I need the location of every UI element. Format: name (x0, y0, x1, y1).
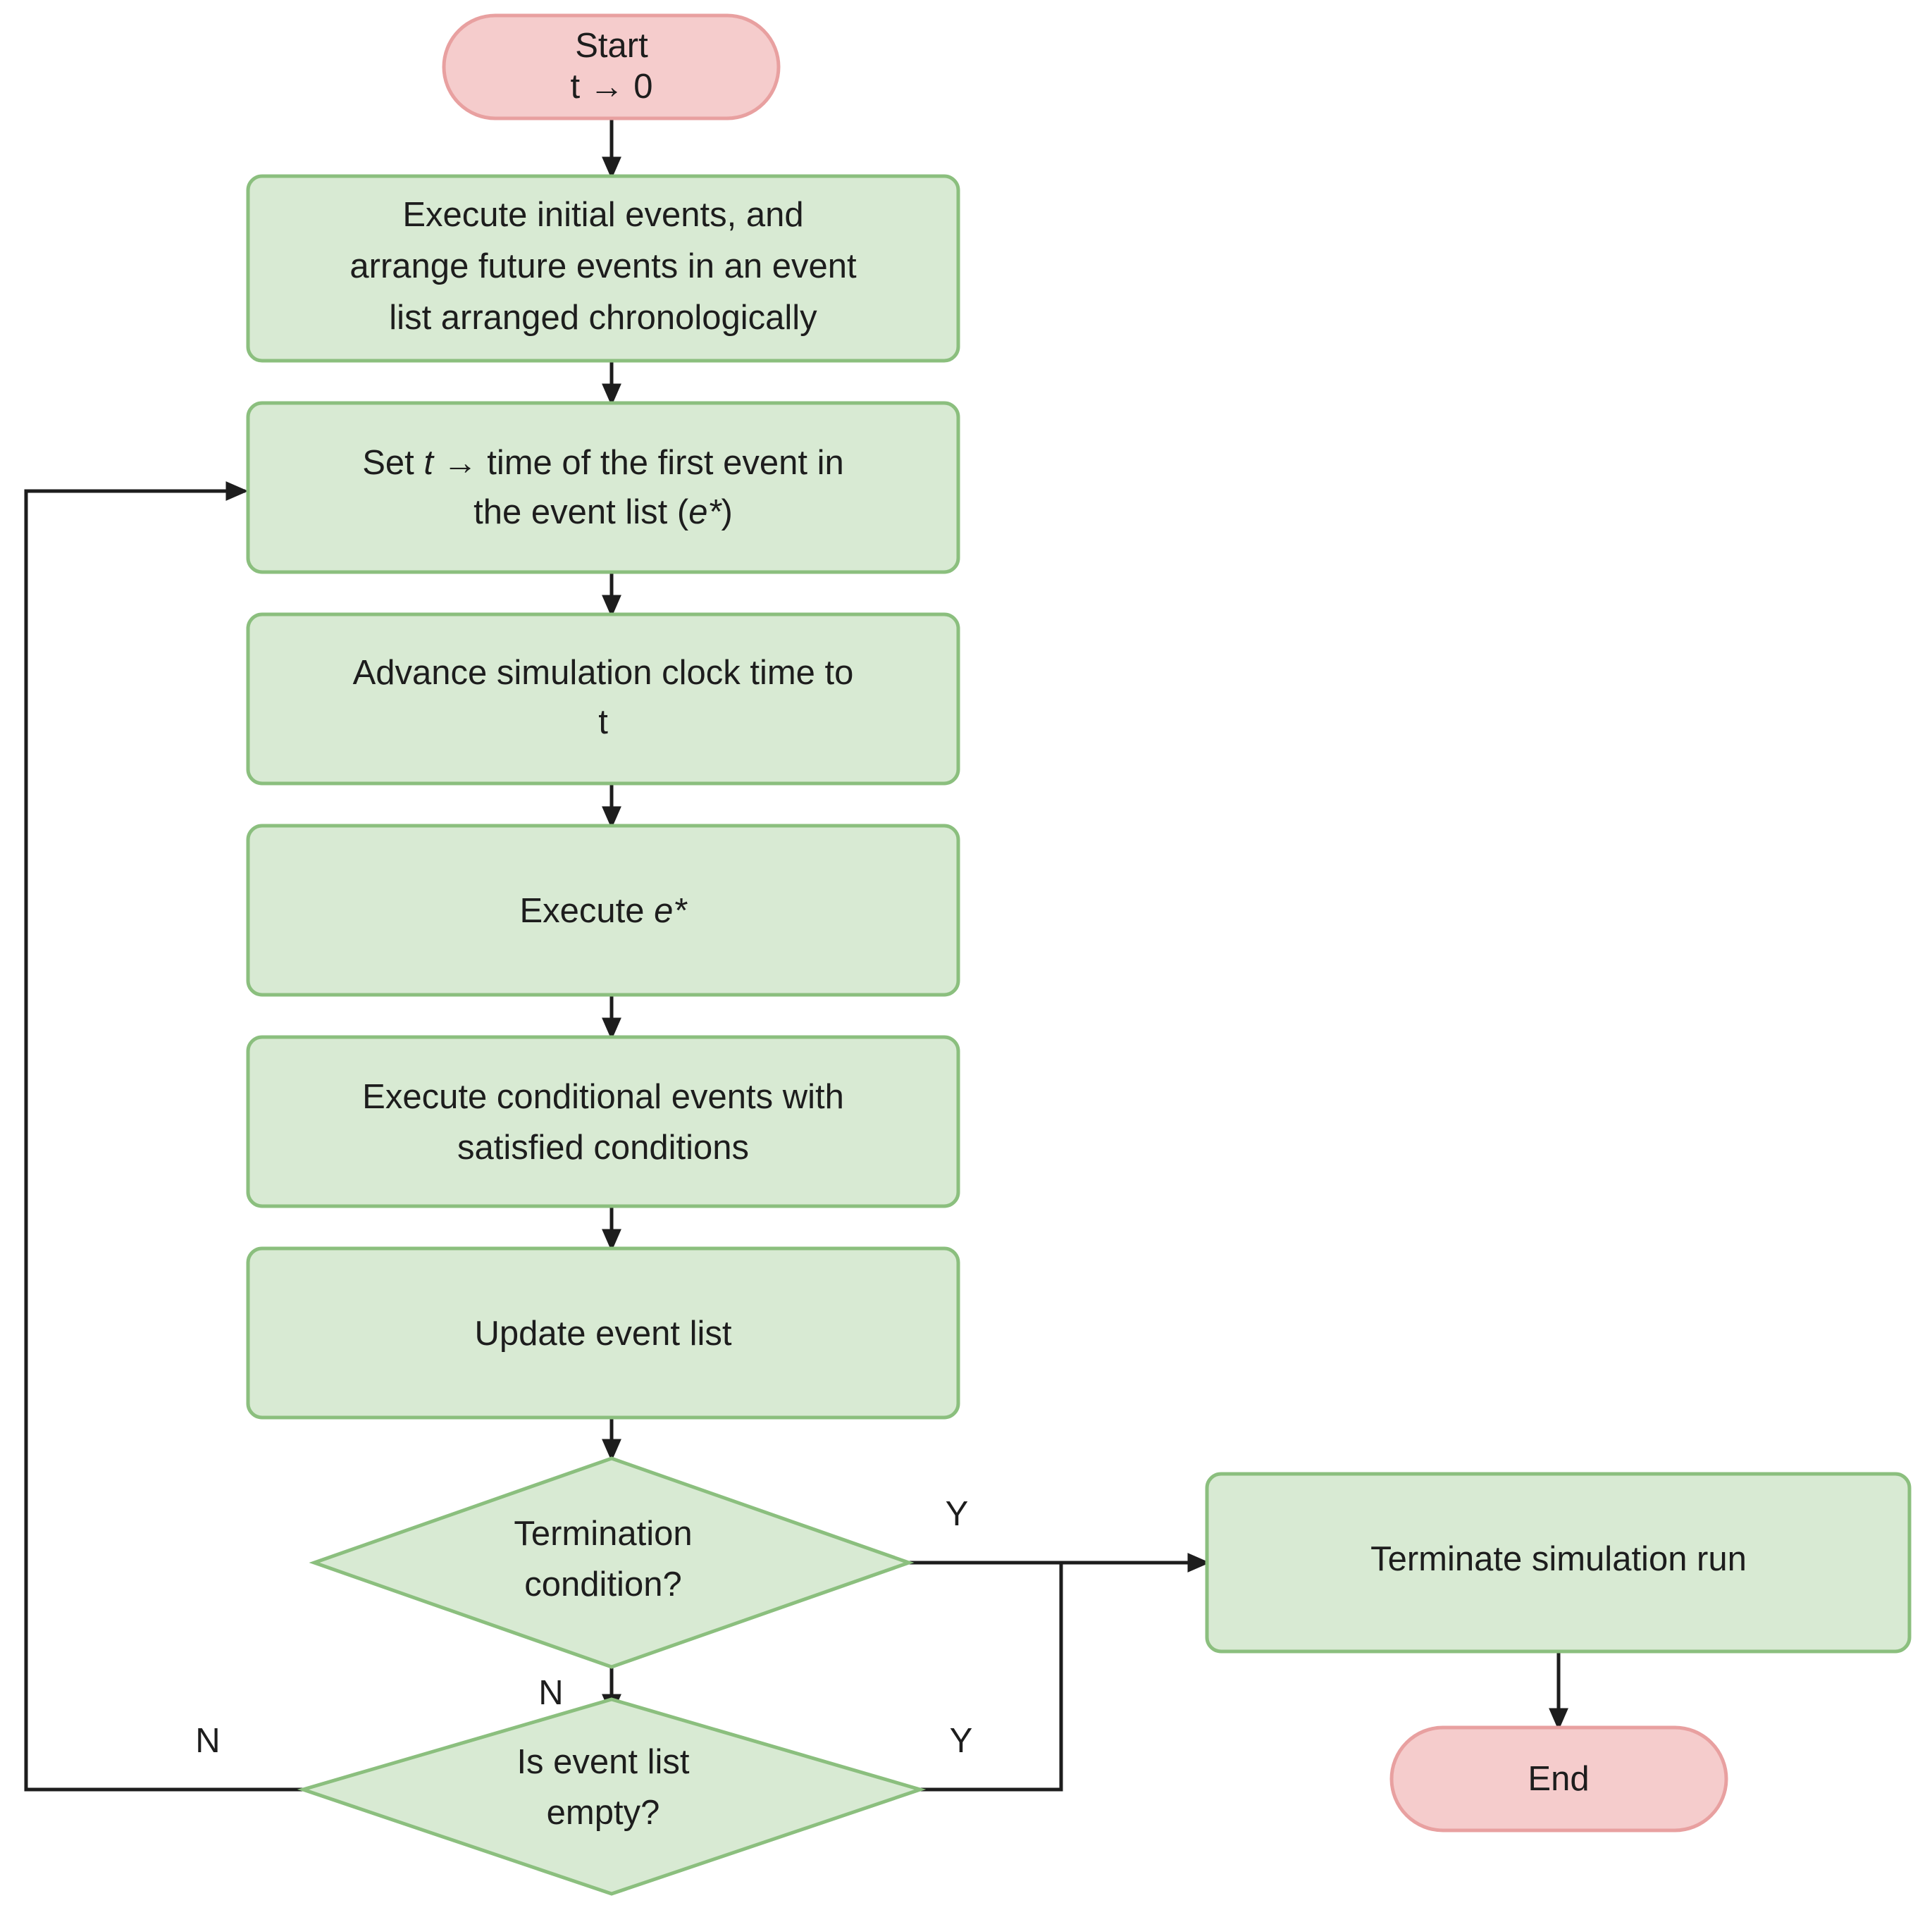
init-events-label-line-1: Execute initial events, and (402, 196, 803, 234)
event-list-empty-label-line-1: Is event list (516, 1743, 689, 1781)
end-label: End (1528, 1760, 1589, 1798)
init-events-rect-shape (246, 174, 960, 363)
set-t-seg-5: e* (688, 493, 722, 531)
node-conditional-events[interactable]: Execute conditional events with satisfie… (246, 1035, 960, 1208)
edge-empty-yes-to-terminate (920, 1563, 1063, 1792)
node-start[interactable]: Start t → 0 (442, 13, 781, 120)
advance-clock-label-line-2: t (598, 703, 608, 741)
set-t-label-line-2: the event list (e*) (473, 493, 733, 531)
node-event-list-empty[interactable]: Is event list empty? (297, 1697, 927, 1896)
edges-layer (24, 118, 1568, 1792)
end-pill-shape (1389, 1725, 1728, 1833)
set-t-seg-2: t (423, 444, 435, 482)
conditional-events-label-line-2: satisfied conditions (457, 1129, 749, 1167)
set-t-rect-shape (246, 401, 960, 574)
update-list-rect-shape (246, 1246, 960, 1420)
node-terminate-run[interactable]: Terminate simulation run (1205, 1472, 1912, 1654)
set-t-seg-1: Set (362, 444, 423, 482)
edge-empty-no-to-set-t (24, 481, 303, 1792)
execute-estar-seg-2: e* (654, 892, 688, 930)
start-label-line-2: t → 0 (570, 68, 652, 106)
start-label-line-1: Start (575, 27, 648, 65)
node-set-t[interactable]: Set t → time of the first event in the e… (246, 401, 960, 574)
edge-label-empty-yes: Y (950, 1722, 973, 1760)
set-t-label-line-1: Set t → time of the first event in (362, 444, 844, 482)
edge-label-termination-yes: Y (946, 1495, 969, 1533)
set-t-seg-6: ) (722, 493, 733, 531)
node-termination-condition[interactable]: Termination condition? (309, 1456, 915, 1669)
advance-clock-rect-shape (246, 612, 960, 786)
execute-estar-rect-shape (246, 824, 960, 997)
node-advance-clock[interactable]: Advance simulation clock time to t (246, 612, 960, 786)
edge-label-termination-no: N (538, 1674, 563, 1712)
advance-clock-label-line-1: Advance simulation clock time to (353, 654, 854, 692)
event-list-empty-label-line-2: empty? (547, 1794, 660, 1832)
event-list-empty-diamond-shape (297, 1697, 927, 1896)
start-pill-shape (442, 13, 781, 120)
update-list-label: Update event list (475, 1315, 732, 1353)
set-t-seg-4: the event list ( (473, 493, 689, 531)
conditional-events-rect-shape (246, 1035, 960, 1208)
node-execute-estar[interactable]: Execute e* (246, 824, 960, 997)
node-update-list[interactable]: Update event list (246, 1246, 960, 1420)
execute-estar-label: Execute e* (520, 892, 688, 930)
edge-labels-layer: Y N Y N (195, 1495, 972, 1760)
init-events-label-line-3: list arranged chronologically (389, 299, 817, 337)
init-events-label-line-2: arrange future events in an event (349, 247, 857, 285)
terminate-run-label: Terminate simulation run (1370, 1540, 1747, 1578)
edge-label-empty-no: N (195, 1722, 220, 1760)
termination-condition-label-line-2: condition? (524, 1565, 681, 1604)
set-t-seg-3: → time of the first event in (433, 444, 844, 482)
execute-estar-seg-1: Execute (520, 892, 655, 930)
termination-condition-label-line-1: Termination (514, 1515, 692, 1553)
node-init-events[interactable]: Execute initial events, and arrange futu… (246, 174, 960, 363)
conditional-events-label-line-1: Execute conditional events with (362, 1078, 844, 1116)
terminate-run-rect-shape (1205, 1472, 1912, 1654)
node-end[interactable]: End (1389, 1725, 1728, 1833)
termination-condition-diamond-shape (309, 1456, 915, 1669)
